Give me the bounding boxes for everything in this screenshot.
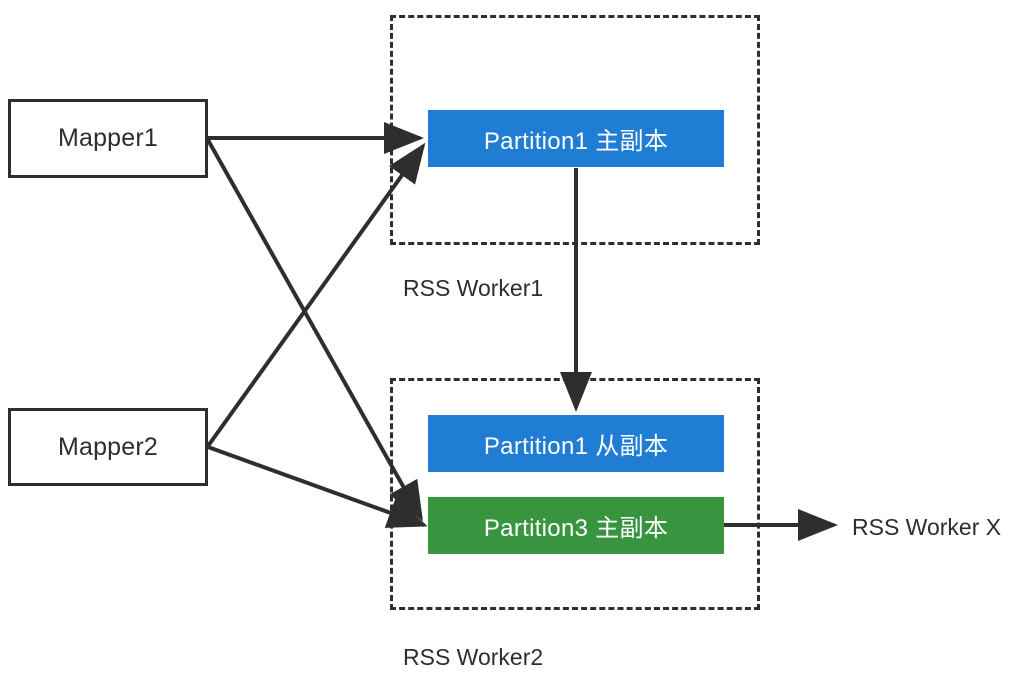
worker1-label: RSS Worker1 xyxy=(403,275,544,301)
partition1-slave-box[interactable]: Partition1 从副本 xyxy=(428,415,724,472)
partition1-master-box[interactable]: Partition1 主副本 xyxy=(428,110,724,167)
partition1-slave-label: Partition1 从副本 xyxy=(483,433,669,460)
mapper1-label: Mapper1 xyxy=(57,124,159,152)
edge-mapper2-to-partition1-master xyxy=(206,142,426,448)
edge-mapper1-to-partition3-master xyxy=(206,139,423,522)
mapper1-box[interactable]: Mapper1 xyxy=(8,99,208,178)
worker2-container xyxy=(390,378,760,610)
partition3-master-box[interactable]: Partition3 主副本 xyxy=(428,497,724,554)
partition3-master-label: Partition3 主副本 xyxy=(483,515,669,542)
mapper2-box[interactable]: Mapper2 xyxy=(8,408,208,486)
edge-mapper2-to-partition3-master xyxy=(207,445,428,528)
mapper2-label: Mapper2 xyxy=(57,432,159,461)
worker-x-label: RSS Worker X xyxy=(852,514,1002,540)
worker2-label: RSS Worker2 xyxy=(403,644,544,670)
worker1-container xyxy=(390,15,760,245)
partition1-master-label: Partition1 主副本 xyxy=(483,128,669,155)
